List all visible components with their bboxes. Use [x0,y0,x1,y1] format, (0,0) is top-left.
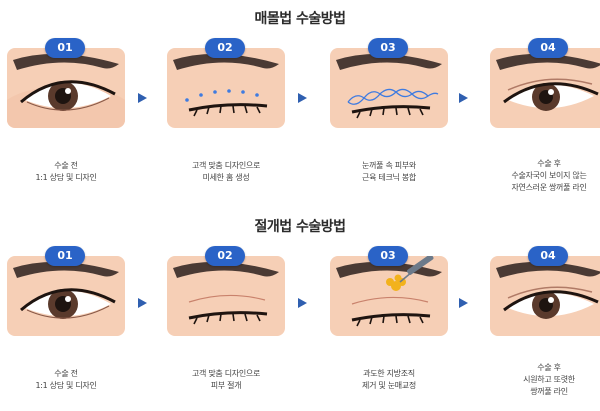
caption-line: 쌍꺼풀 라인 [530,387,568,396]
step-number-badge: 02 [205,246,245,266]
step-number-badge: 01 [45,38,85,58]
caption-line: 수술 후 [537,363,561,372]
caption-line: 눈꺼풀 속 피부와 [362,161,416,170]
step-number-badge: 04 [528,246,568,266]
step-caption: 수술 후 시원하고 또렷한 쌍꺼풀 라인 [478,362,600,398]
step-caption: 고객 맞춤 디자인으로 피부 절개 [155,368,297,392]
eye-illustration-suture [330,48,448,128]
caption-line: 수술 전 [54,161,78,170]
arrow-right-icon [298,93,307,103]
arrow-right-icon [459,93,468,103]
caption-line: 수술 전 [54,369,78,378]
eye-illustration-incision [167,256,285,336]
caption-line: 수술자국이 보이지 않는 [511,171,587,180]
caption-line: 자연스러운 쌍꺼풀 라인 [511,183,587,192]
eye-illustration-before [7,48,125,128]
eye-illustration-fat-removal [330,256,448,336]
step-caption: 수술 후 수술자국이 보이지 않는 자연스러운 쌍꺼풀 라인 [478,158,600,194]
eye-illustration-after [490,256,600,336]
caption-line: 제거 및 눈매교정 [362,381,416,390]
step-number-badge: 03 [368,38,408,58]
arrow-right-icon [298,298,307,308]
step-caption: 눈꺼풀 속 피부와 근육 테크닉 봉합 [318,160,460,184]
step-caption: 수술 전 1:1 상담 및 디자인 [0,160,137,184]
step-number-badge: 04 [528,38,568,58]
caption-line: 1:1 상담 및 디자인 [35,381,97,390]
step-number-badge: 02 [205,38,245,58]
caption-line: 피부 절개 [210,381,242,390]
arrow-right-icon [459,298,468,308]
caption-line: 근육 테크닉 봉합 [362,173,416,182]
step-number-badge: 03 [368,246,408,266]
arrow-right-icon [138,93,147,103]
caption-line: 1:1 상담 및 디자인 [35,173,97,182]
caption-line: 시원하고 또렷한 [523,375,575,384]
eye-illustration-after [490,48,600,128]
caption-line: 고객 맞춤 디자인으로 [191,161,261,170]
step-number-badge: 01 [45,246,85,266]
caption-line: 미세한 홈 생성 [202,173,250,182]
caption-line: 고객 맞춤 디자인으로 [191,369,261,378]
step-caption: 수술 전 1:1 상담 및 디자인 [0,368,137,392]
eye-illustration-design [167,48,285,128]
step-caption: 고객 맞춤 디자인으로 미세한 홈 생성 [155,160,297,184]
eye-illustration-before [7,256,125,336]
section-title-incision: 절개법 수술방법 [254,219,346,235]
section-title-burial: 매몰법 수술방법 [254,11,346,27]
step-caption: 과도한 지방조직 제거 및 눈매교정 [318,368,460,392]
caption-line: 수술 후 [537,159,561,168]
caption-line: 과도한 지방조직 [363,369,415,378]
arrow-right-icon [138,298,147,308]
